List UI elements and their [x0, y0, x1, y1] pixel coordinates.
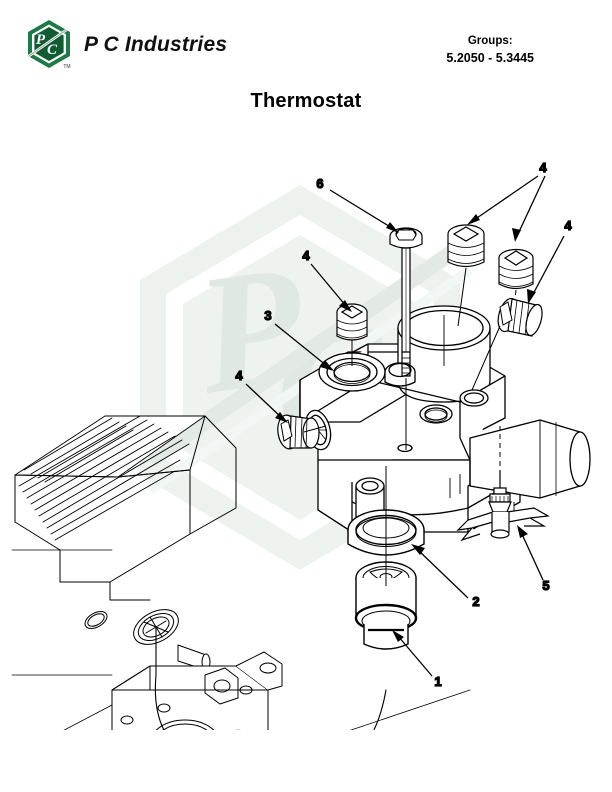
- svg-text:TM: TM: [63, 64, 70, 70]
- groups-block: Groups: 5.2050 - 5.3445: [446, 34, 534, 66]
- assembly-axis-plug-lower-left: [303, 425, 327, 433]
- page-title: Thermostat: [250, 90, 362, 112]
- page-header: P C TM P C Industries Groups: 5.2050 - 5…: [0, 0, 612, 80]
- callout-4a: 4: [467, 159, 548, 242]
- callout-4c-label: 4: [302, 248, 310, 263]
- temperature-sender-switch: [456, 470, 550, 542]
- callout-2-label: 2: [472, 594, 479, 609]
- pc-hexagon-logo-icon: P C TM: [22, 18, 76, 72]
- banjo-bolt: [389, 227, 423, 377]
- socket-plug-pair-left: [447, 224, 485, 268]
- assembly-axis-plug-right: [471, 325, 501, 391]
- callout-4c: 4: [302, 247, 352, 312]
- groups-range: 5.2050 - 5.3445: [446, 50, 534, 65]
- svg-text:C: C: [47, 42, 58, 58]
- callout-5: 5: [517, 525, 550, 594]
- thermostat-housing: [299, 305, 591, 533]
- housing-bolt-holes: [419, 389, 489, 424]
- callout-4d: 4: [235, 367, 288, 423]
- callout-4b: 4: [527, 217, 573, 304]
- brand-logo-block: P C TM P C Industries: [22, 18, 227, 72]
- callout-5-label: 5: [542, 578, 549, 593]
- svg-text:P: P: [36, 32, 46, 48]
- callout-1-label: 1: [434, 674, 441, 689]
- callout-4b-label: 4: [564, 218, 572, 233]
- socket-plug-right: [497, 297, 543, 337]
- callout-4a-label: 4: [539, 160, 547, 175]
- callout-3-label: 3: [264, 308, 271, 323]
- callout-leaders: 6 4 4 4 3: [235, 159, 573, 690]
- callout-6: 6: [316, 175, 399, 233]
- groups-label: Groups:: [467, 35, 513, 47]
- parts-diagram: P C TM: [0, 130, 612, 730]
- socket-plug-pair-right: [498, 248, 534, 290]
- assembly-axis-plug-pair-left: [457, 267, 467, 327]
- engine-head-reference-outline: [11, 415, 471, 730]
- socket-plug-lower-left: [277, 414, 320, 450]
- socket-plug-top-left: [336, 303, 368, 341]
- parts-diagram-svg: P C TM: [11, 159, 591, 730]
- brand-name: P C Industries: [84, 33, 228, 56]
- callout-1: 1: [392, 630, 442, 690]
- callout-3: 3: [264, 307, 334, 371]
- callout-6-label: 6: [316, 176, 323, 191]
- callout-2: 2: [411, 544, 480, 610]
- callout-4d-label: 4: [235, 368, 243, 383]
